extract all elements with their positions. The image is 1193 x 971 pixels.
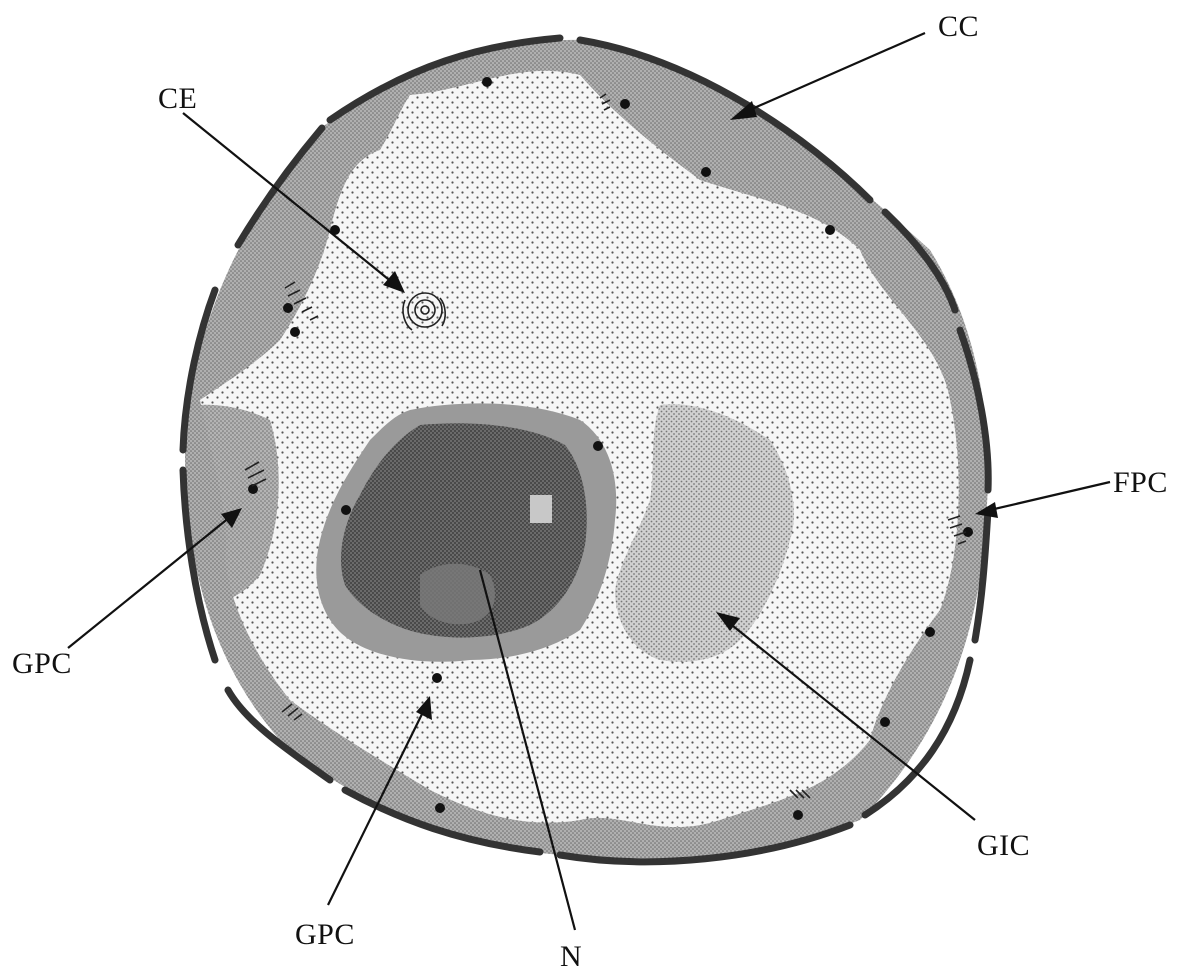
arrow-cc: [745, 33, 925, 112]
label-fpc: FPC: [1113, 466, 1168, 499]
label-ce: CE: [158, 82, 197, 115]
label-gpc-left: GPC: [12, 647, 72, 680]
label-cc: CC: [938, 10, 979, 43]
nuclear-pocket: [530, 495, 552, 523]
label-n: N: [560, 940, 582, 971]
label-gpc-bottom: GPC: [295, 918, 355, 951]
label-gic: GIC: [977, 829, 1030, 862]
arrow-fpc: [990, 482, 1110, 510]
nucleolus-region: [420, 564, 495, 625]
cell-body: [175, 38, 988, 862]
